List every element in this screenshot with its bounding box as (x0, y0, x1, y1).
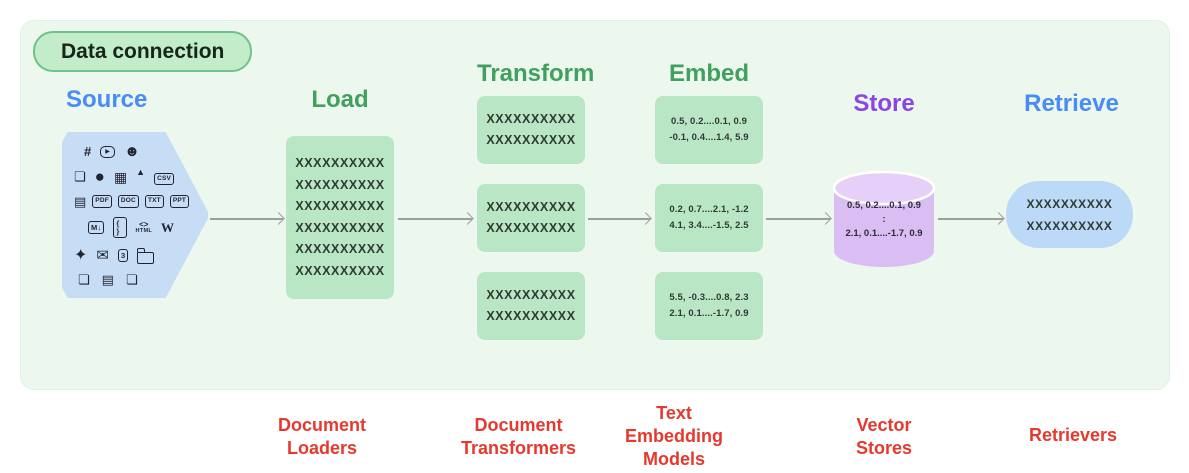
csv-icon: CSV (154, 172, 175, 186)
transform-block: XXXXXXXXXX XXXXXXXXXX (477, 184, 585, 252)
transform-block: XXXXXXXXXX XXXXXXXXXX (477, 272, 585, 340)
embed-title: Embed (668, 60, 749, 87)
file-icon: ❏ (74, 169, 86, 185)
file-text-icon: ▤ (74, 193, 87, 209)
source-icon-row: ❏ ● ▦ ▲ CSV (74, 167, 175, 187)
transform-title: Transform (477, 60, 595, 87)
html-icon-label: HTML (135, 227, 152, 234)
ppt-icon: PPT (169, 195, 190, 208)
load-block: XXXXXXXXXX XXXXXXXXXX XXXXXXXXXX XXXXXXX… (286, 136, 394, 299)
label-retrievers: Retrievers (1028, 425, 1118, 445)
source-icon-row: ❏ ▤ ❏ (74, 273, 174, 286)
label-document-loaders: Document Loaders (277, 415, 366, 458)
file-icon: ❏ (78, 271, 90, 287)
source-icon-row: ✦ ✉ 3 (74, 246, 174, 265)
google-drive-icon: ▲ (136, 167, 146, 178)
youtube-icon: ▶ (100, 145, 116, 158)
html-icon: <> HTML (135, 219, 152, 235)
badge-label: Data connection (61, 39, 225, 63)
markdown-icon: M↓ (88, 220, 105, 235)
arrow-store-to-retrieve (938, 218, 1003, 220)
file-icon: ❏ (125, 271, 138, 287)
arrow-source-to-load (210, 218, 283, 220)
wikipedia-icon: W (161, 220, 174, 236)
label-vector-stores: Vector Stores (855, 415, 913, 458)
embed-block: 0.2, 0.7....2.1, -1.2 4.1, 3.4....-1.5, … (655, 184, 763, 252)
twitter-icon: ✦ (74, 246, 88, 264)
github-icon: ● (94, 167, 105, 187)
diagram-panel (20, 20, 1170, 390)
image-icon: ▦ (113, 168, 128, 185)
data-connection-badge: Data connection (33, 31, 253, 72)
cylinder-values: 0.5, 0.2....0.1, 0.9 : 2.1, 0.1....-1.7,… (845, 200, 923, 239)
doc-icon: DOC (117, 195, 139, 208)
retrieve-title: Retrieve (1024, 90, 1119, 117)
discord-icon: ☻ (124, 143, 140, 160)
source-icon-row: # ▶ ☻ (74, 144, 174, 159)
store-title: Store (853, 90, 915, 117)
notion-icon: 3 (117, 248, 129, 263)
embed-block: 5.5, -0.3....0.8, 2.3 2.1, 0.1....-1.7, … (655, 272, 763, 340)
arrow-transform-to-embed (588, 218, 650, 220)
retrieve-block: XXXXXXXXXX XXXXXXXXXX (1006, 181, 1133, 248)
label-document-transformers: Document Transformers (460, 415, 577, 458)
arrow-load-to-transform (398, 218, 472, 220)
folder-icon (136, 247, 155, 264)
vector-store-cylinder (833, 171, 935, 267)
slack-icon: # (84, 144, 92, 159)
json-icon: { } (113, 217, 127, 239)
load-title: Load (311, 86, 369, 113)
source-icon-row: M↓ { } <> HTML W (74, 217, 174, 239)
transform-block: XXXXXXXXXX XXXXXXXXXX (477, 96, 585, 164)
pdf-icon: PDF (92, 195, 112, 208)
email-icon: ✉ (96, 247, 109, 265)
source-title: Source (66, 86, 148, 113)
arrow-embed-to-store (766, 218, 830, 220)
embed-block: 0.5, 0.2....0.1, 0.9 -0.1, 0.4....1.4, 5… (655, 96, 763, 164)
file-text-icon: ▤ (101, 271, 114, 287)
txt-icon: TXT (144, 195, 164, 208)
source-icon-row: ▤ PDF DOC TXT PPT (74, 193, 190, 209)
html-icon-brackets: <> (139, 219, 149, 229)
label-text-embedding-models: Text Embedding Models (625, 403, 723, 469)
